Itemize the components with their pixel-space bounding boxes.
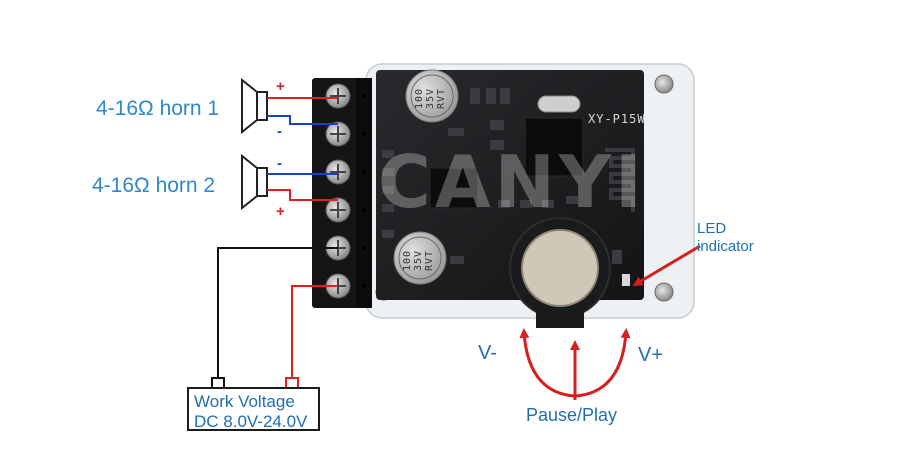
volume-up-arc [575,328,631,398]
terminal-screw-4 [325,197,351,223]
horn-1-label: 4-16Ω horn 1 [96,97,220,120]
knob-control-arrows [519,328,631,400]
horn-1-minus-marker: - [277,123,282,140]
horn-2-minus-marker: - [277,155,282,172]
led-indicator-label: LED indicator [697,220,754,256]
pcb-board [376,70,644,328]
wires [217,97,338,378]
led-indicator [622,274,630,286]
volume-down-label: V- [478,342,497,364]
capacitor-top [405,69,459,123]
wire-ground [217,247,338,378]
horn-1-plus-marker: + [276,78,285,95]
wire-horn2-positive [267,189,338,201]
terminal-screws [325,83,351,299]
main-chip [524,117,584,177]
volume-up-label: V+ [638,344,664,366]
speaker-icon-1 [241,77,268,135]
terminal-screw-1 [325,83,351,109]
mount-screw-top [654,74,674,94]
led-label-line2: indicator [697,238,754,255]
terminal-block [312,78,372,308]
speaker-icon-2 [241,153,268,211]
wire-horn1-negative [267,115,338,125]
volume-knob-shaft [536,308,584,328]
volume-knob-body [521,229,599,307]
led-label-line1: LED [697,220,727,237]
wire-supply-positive [291,285,338,378]
horn-2-plus-marker: + [276,203,285,220]
amp-chip [429,167,479,209]
volume-down-arc [519,328,575,398]
board-model-label: XY-P15W [588,112,646,126]
work-voltage-range: DC 8.0V-24.0V [194,412,308,431]
horn-2-label: 4-16Ω horn 2 [92,174,216,197]
work-voltage-box: Work Voltage DC 8.0V-24.0V [187,387,320,431]
crystal [537,95,581,113]
mount-screw-bottom [654,282,674,302]
watermark-text: CANYI [378,140,646,224]
capacitor-bottom [393,231,447,285]
pause-play-label: Pause/Play [526,405,618,425]
antenna-trace [605,148,635,212]
led-arrow [632,244,701,287]
terminal-screw-2 [325,121,351,147]
work-voltage-title: Work Voltage [194,392,295,411]
terminal-screw-3 [325,159,351,185]
